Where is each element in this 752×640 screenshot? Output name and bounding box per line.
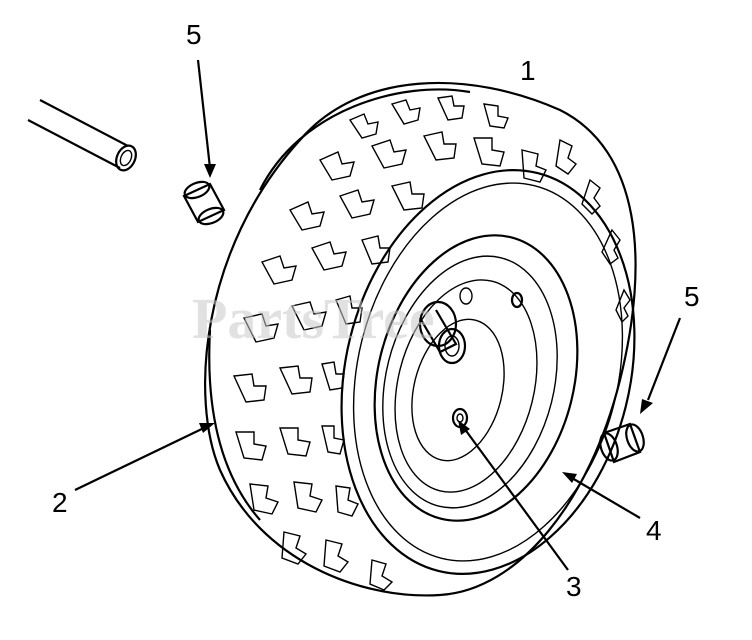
callout-grease-fitting: 3 [566,571,582,602]
callout-tire: 1 [520,55,536,86]
axle-shaft [27,99,137,172]
callout-bushing-top: 5 [186,19,202,50]
callout-rim: 4 [646,515,662,546]
tire-tread [232,95,631,591]
bushing-top [182,180,226,226]
leader-lines [74,59,682,571]
rim [373,234,579,522]
hub [418,287,473,365]
callout-valve-stem: 2 [52,487,68,518]
callout-bushing-right: 5 [684,281,700,312]
tire [204,81,637,597]
watermark-text: PartsTree [192,286,435,351]
